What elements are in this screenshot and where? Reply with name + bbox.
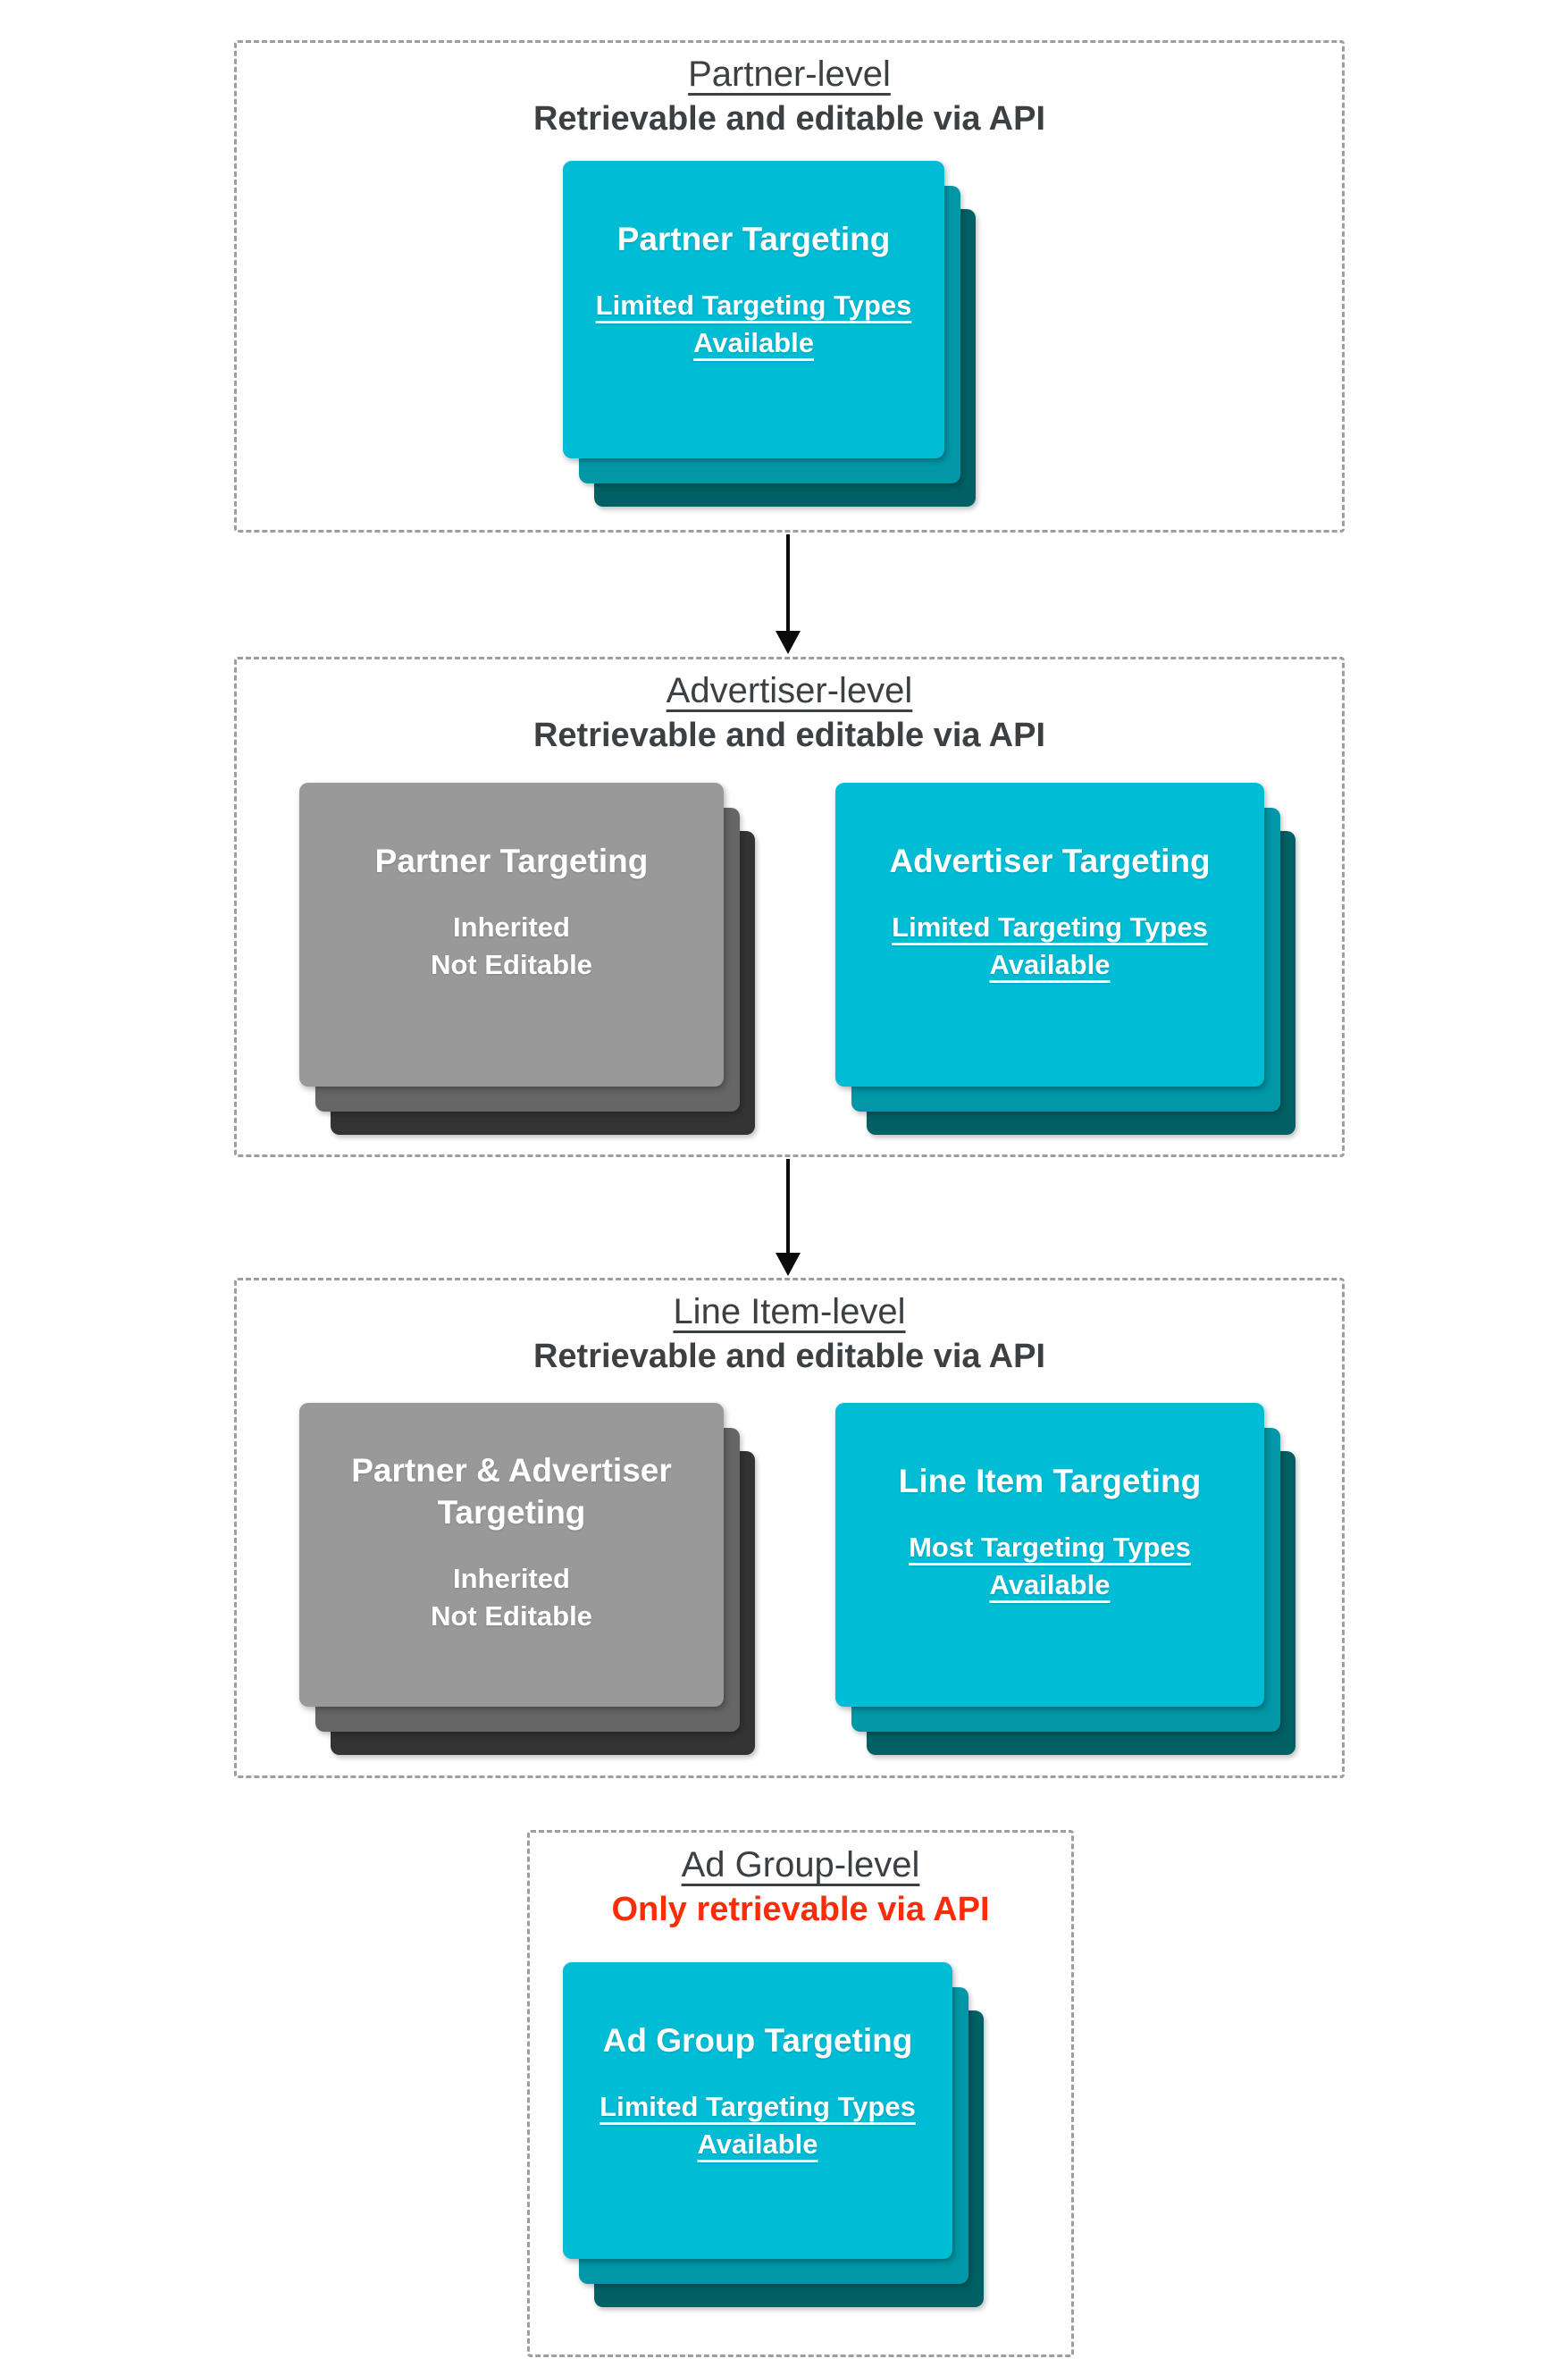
card-note-line: Most Targeting Types bbox=[909, 1532, 1191, 1563]
card-title: Line Item Targeting bbox=[898, 1463, 1202, 1499]
card-note-line: Available bbox=[693, 327, 814, 358]
down-arrow-icon bbox=[774, 1159, 802, 1276]
section-header-line-item-level: Line Item-level Retrievable and editable… bbox=[234, 1289, 1345, 1379]
card-title: Ad Group Targeting bbox=[602, 2022, 913, 2059]
section-header-partner-level: Partner-level Retrievable and editable v… bbox=[234, 52, 1345, 141]
card-note: Limited Targeting Types Available bbox=[596, 287, 912, 362]
section-subtitle-ad-group-level: Only retrievable via API bbox=[611, 1891, 990, 1928]
card-title: Partner Targeting bbox=[374, 843, 649, 879]
card-stack-partner-targeting-inherited: Partner Targeting Inherited Not Editable bbox=[299, 783, 755, 1135]
section-title-partner-level: Partner-level bbox=[688, 55, 891, 94]
card-note-line: Not Editable bbox=[431, 1600, 592, 1632]
section-header-advertiser-level: Advertiser-level Retrievable and editabl… bbox=[234, 668, 1345, 758]
card-note: Inherited Not Editable bbox=[431, 909, 592, 984]
card-stack-line-item-targeting: Line Item Targeting Most Targeting Types… bbox=[835, 1403, 1295, 1755]
card-note: Inherited Not Editable bbox=[431, 1560, 592, 1635]
card-note-line: Inherited bbox=[453, 911, 570, 943]
section-title-ad-group-level: Ad Group-level bbox=[681, 1845, 920, 1884]
section-box-partner-level bbox=[234, 40, 1345, 533]
card-note-line: Inherited bbox=[453, 1563, 570, 1594]
section-header-ad-group-level: Ad Group-level Only retrievable via API bbox=[527, 1842, 1074, 1932]
card-note-line: Limited Targeting Types bbox=[892, 911, 1208, 943]
arrow-shaft bbox=[786, 1159, 790, 1255]
section-box-advertiser-level bbox=[234, 657, 1345, 1157]
arrow-head bbox=[776, 631, 801, 654]
card-title: Partner Targeting bbox=[616, 221, 891, 257]
card-note-line: Limited Targeting Types bbox=[600, 2091, 916, 2122]
section-subtitle-partner-level: Retrievable and editable via API bbox=[532, 100, 1046, 138]
card-title: Advertiser Targeting bbox=[889, 843, 1211, 879]
card-line-item-targeting: Line Item Targeting Most Targeting Types… bbox=[835, 1403, 1264, 1707]
card-stack-advertiser-targeting: Advertiser Targeting Limited Targeting T… bbox=[835, 783, 1295, 1135]
card-partner-advertiser-targeting: Partner & Advertiser Targeting Inherited… bbox=[299, 1403, 724, 1707]
card-stack-ad-group-targeting: Ad Group Targeting Limited Targeting Typ… bbox=[563, 1962, 984, 2307]
section-box-ad-group-level bbox=[527, 1830, 1074, 2357]
card-partner-targeting: Partner Targeting Limited Targeting Type… bbox=[563, 161, 944, 458]
card-title: Partner & Advertiser Targeting bbox=[351, 1452, 672, 1531]
card-note: Limited Targeting Types Available bbox=[892, 909, 1208, 984]
arrow-head bbox=[776, 1253, 801, 1276]
card-note-line: Available bbox=[989, 1569, 1111, 1600]
card-stack-partner-advertiser-targeting: Partner & Advertiser Targeting Inherited… bbox=[299, 1403, 755, 1755]
section-title-advertiser-level: Advertiser-level bbox=[666, 671, 913, 710]
card-ad-group-targeting: Ad Group Targeting Limited Targeting Typ… bbox=[563, 1962, 952, 2259]
card-stack-partner-targeting: Partner Targeting Limited Targeting Type… bbox=[563, 161, 976, 507]
card-note-line: Not Editable bbox=[431, 949, 592, 980]
card-advertiser-targeting: Advertiser Targeting Limited Targeting T… bbox=[835, 783, 1264, 1087]
card-note: Most Targeting Types Available bbox=[909, 1529, 1191, 1604]
section-subtitle-line-item-level: Retrievable and editable via API bbox=[532, 1338, 1046, 1375]
section-box-line-item-level bbox=[234, 1278, 1345, 1778]
arrow-shaft bbox=[786, 534, 790, 633]
card-note: Limited Targeting Types Available bbox=[600, 2088, 916, 2163]
card-partner-targeting-inherited: Partner Targeting Inherited Not Editable bbox=[299, 783, 724, 1087]
section-subtitle-advertiser-level: Retrievable and editable via API bbox=[532, 717, 1046, 754]
card-note-line: Limited Targeting Types bbox=[595, 290, 912, 321]
down-arrow-icon bbox=[774, 534, 802, 654]
section-title-line-item-level: Line Item-level bbox=[673, 1292, 906, 1331]
card-note-line: Available bbox=[697, 2128, 818, 2160]
card-note-line: Available bbox=[989, 949, 1111, 980]
